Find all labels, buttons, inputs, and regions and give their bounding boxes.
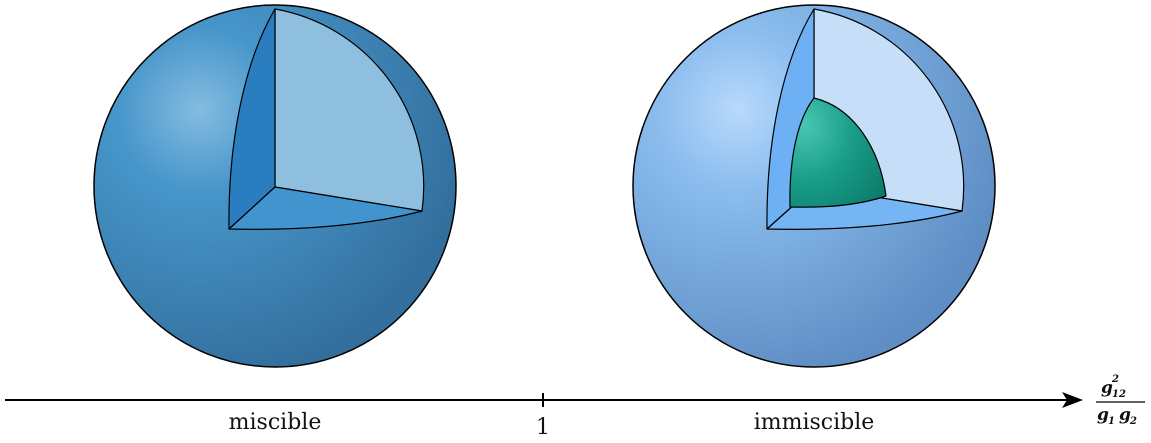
immiscible-sphere — [633, 5, 995, 367]
miscible-sphere — [94, 5, 456, 367]
miscible-label: miscible — [229, 410, 322, 435]
fraction-denominator-sub2: 2 — [1129, 416, 1137, 427]
tick-label-1: 1 — [536, 415, 550, 440]
fraction-numerator-subscript: 12 — [1112, 389, 1126, 400]
fraction-denominator-sub1: 1 — [1108, 416, 1115, 427]
axis-variable-fraction: g 2 12 g 1 g 2 — [1096, 374, 1145, 427]
fraction-numerator-superscript: 2 — [1111, 374, 1119, 385]
horizontal-axis: 1 miscible immiscible — [5, 392, 1083, 440]
immiscible-label: immiscible — [754, 410, 875, 435]
